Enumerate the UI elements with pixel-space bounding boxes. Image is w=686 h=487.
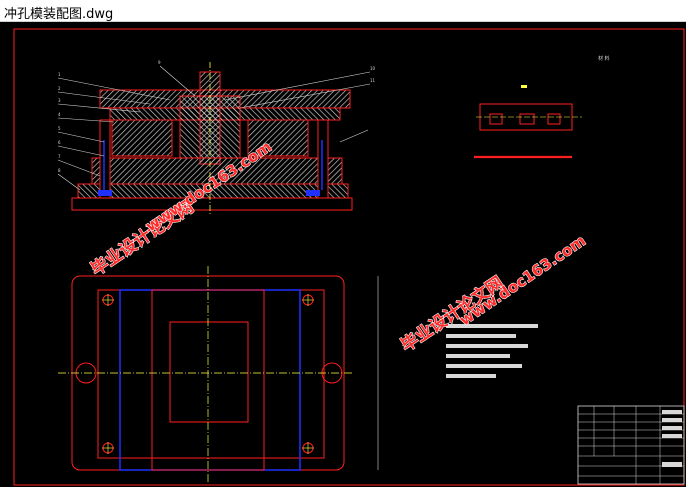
svg-text:10: 10	[370, 66, 376, 71]
watermark-left-url: www.doc163.com	[142, 138, 275, 236]
stripper-left	[111, 119, 173, 157]
svg-text:7: 7	[58, 154, 61, 159]
window-titlebar: 冲孔模装配图.dwg	[0, 0, 686, 22]
drawing-canvas[interactable]: 1 2 3 4 5 6 7 8 9 10 11 材 料	[0, 22, 686, 487]
svg-text:11: 11	[370, 78, 376, 83]
title-block	[577, 405, 685, 485]
svg-text:4: 4	[58, 112, 61, 117]
svg-text:5: 5	[58, 126, 61, 131]
part-detail-view: 材 料	[474, 55, 610, 159]
cad-drawing: 1 2 3 4 5 6 7 8 9 10 11 材 料	[13, 28, 685, 486]
watermark-right-url: www.doc163.com	[456, 232, 589, 330]
watermark-layer: 毕业设计论文网 www.doc163.com 毕业设计论文网 www.doc16…	[87, 137, 590, 357]
svg-text:3: 3	[58, 98, 61, 103]
die-plate	[91, 157, 343, 185]
svg-text:1: 1	[58, 72, 61, 77]
drawing-frame	[13, 28, 685, 486]
technical-notes	[446, 324, 538, 378]
section-view: 1 2 3 4 5 6 7 8 9 10 11	[57, 60, 376, 215]
plan-view	[58, 266, 379, 482]
window-title: 冲孔模装配图.dwg	[4, 7, 114, 22]
stripper-right	[247, 119, 309, 157]
svg-text:2: 2	[58, 86, 61, 91]
svg-text:9: 9	[158, 60, 161, 65]
svg-text:6: 6	[58, 140, 61, 145]
svg-text:材 料: 材 料	[598, 55, 610, 62]
svg-text:8: 8	[58, 168, 61, 173]
base-plate	[71, 197, 353, 211]
watermark-right-cn: 毕业设计论文网	[397, 272, 507, 356]
